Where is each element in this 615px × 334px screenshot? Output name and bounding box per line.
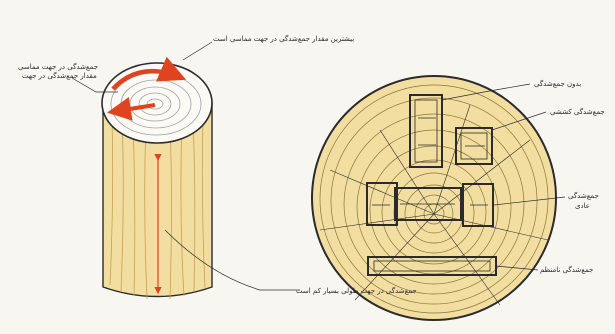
label-radial: بیشترین مقدار جمع‌شدگی در جهت مماسی است (213, 35, 354, 43)
log-top-face (102, 63, 212, 143)
log-illustration (102, 63, 212, 299)
label-disc-normal-a: جمع‌شدگی (568, 192, 599, 200)
label-tangential-sub: مقدار جمع‌شدگی در جهت (22, 72, 97, 80)
label-disc-irregular: جمع‌شدگی نامنظم (540, 266, 593, 274)
label-disc-tension: جمع‌شدگی کششی (550, 108, 605, 116)
label-disc-normal-b: عادی (575, 202, 590, 210)
label-disc-no-shrink: بدون جمع‌شدگی (534, 80, 581, 88)
label-tangential: جمع‌شدگی در جهت مماسی (18, 63, 98, 71)
label-longitudinal: جمع‌شدگی در جهت طولی بسیار کم است (296, 287, 417, 295)
wood-disc (312, 76, 556, 320)
